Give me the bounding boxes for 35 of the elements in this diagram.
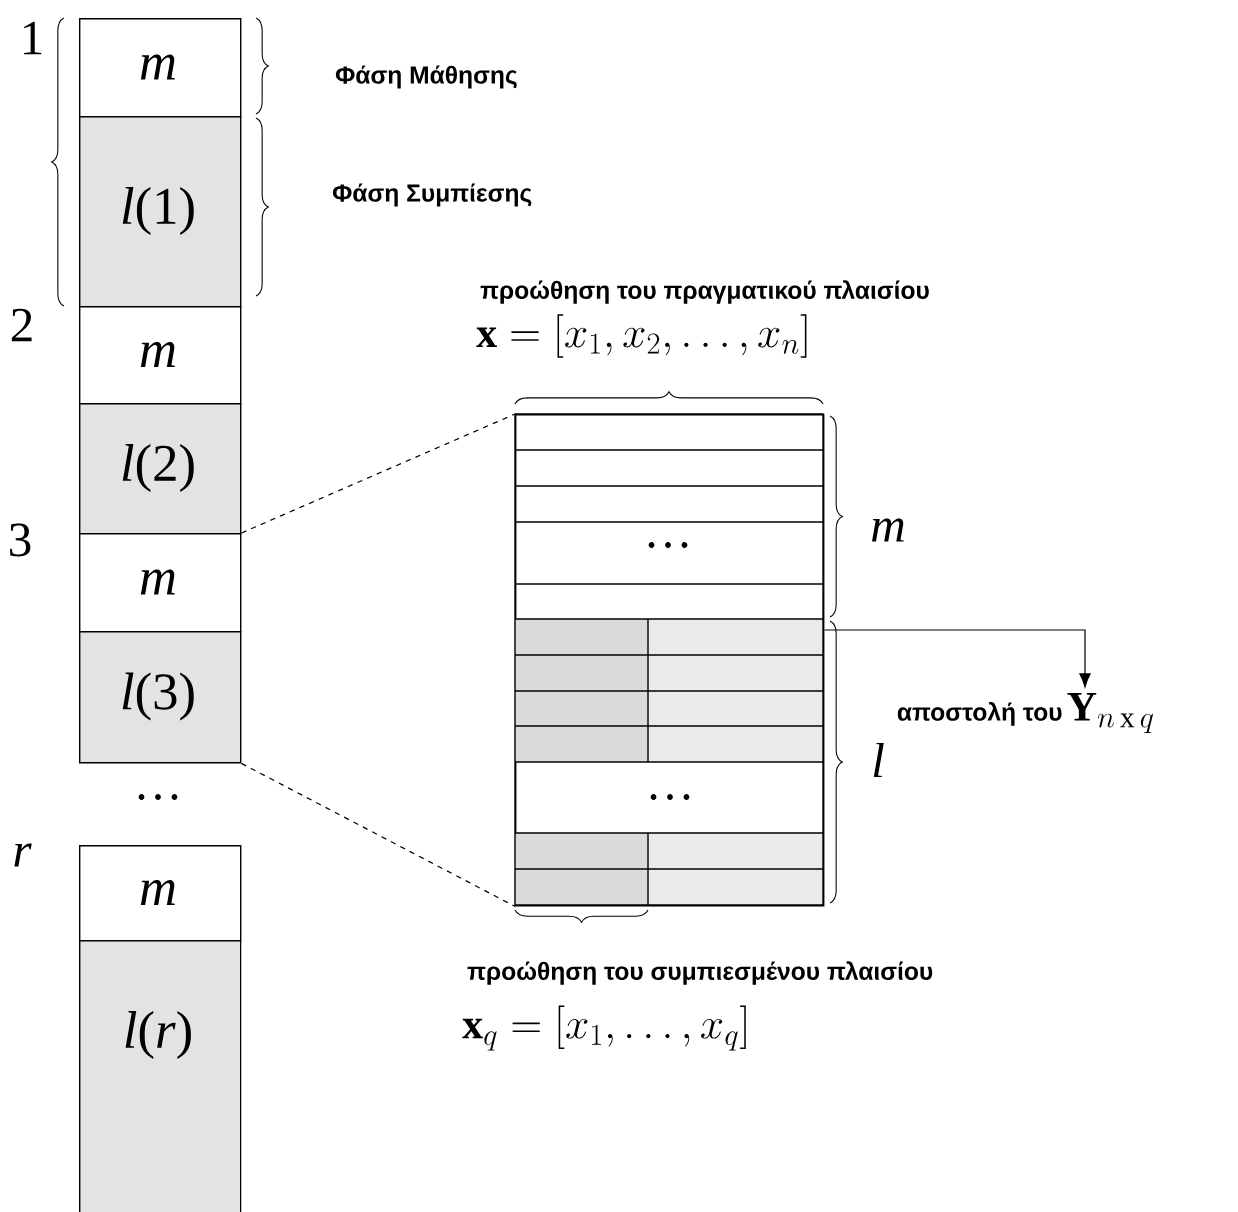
node-label: l(2) <box>122 444 194 492</box>
frame-cell <box>79 116 242 308</box>
frame-number: 3 <box>10 523 31 557</box>
frame-cell <box>79 18 242 118</box>
ellipsis: … <box>650 794 690 800</box>
frame-cell <box>79 845 242 942</box>
node-label: l(1) <box>122 187 194 235</box>
arrow <box>823 629 1091 688</box>
frame-cell <box>79 533 242 633</box>
phase-label: Φάση Μάθησης <box>335 65 517 89</box>
node-label: l(r) <box>125 1011 191 1059</box>
frame-number: r <box>14 843 32 867</box>
ellipsis: … <box>138 794 178 800</box>
node-label: m <box>140 880 175 905</box>
frame-cell <box>79 306 242 405</box>
zoom-line <box>240 413 516 534</box>
brace-label: l <box>873 742 884 778</box>
formula: $\mathbf{x}_q = [x_1, \ldots, x_q]$ <box>462 1005 746 1051</box>
node-label: m <box>140 54 175 80</box>
brace-label: προώθηση του συμπιεσμένου πλαισίου <box>467 961 933 985</box>
phase-label: Φάση Συμπίεσης <box>332 183 532 207</box>
formula: $\mathbf{x} = [x_1, x_2, \ldots, x_n]$ <box>476 314 807 358</box>
frame-cell <box>79 403 242 535</box>
frame-cell <box>79 940 242 1212</box>
zoom-line <box>240 762 516 908</box>
brace-label: m <box>872 518 904 542</box>
brace-label: προώθηση του πραγματικού πλαισίου <box>480 280 929 304</box>
ellipsis: … <box>648 542 688 548</box>
edge-label: αποστολή του $\mathbf{Y}_{n\,\mathrm{x}\,q}$ <box>897 692 1154 734</box>
node-label: m <box>140 342 175 367</box>
node-label: m <box>140 569 175 595</box>
node-label: l(3) <box>122 672 194 721</box>
frame-number: 1 <box>24 21 42 55</box>
frame-number: 2 <box>11 308 32 342</box>
frame-cell <box>79 631 242 764</box>
